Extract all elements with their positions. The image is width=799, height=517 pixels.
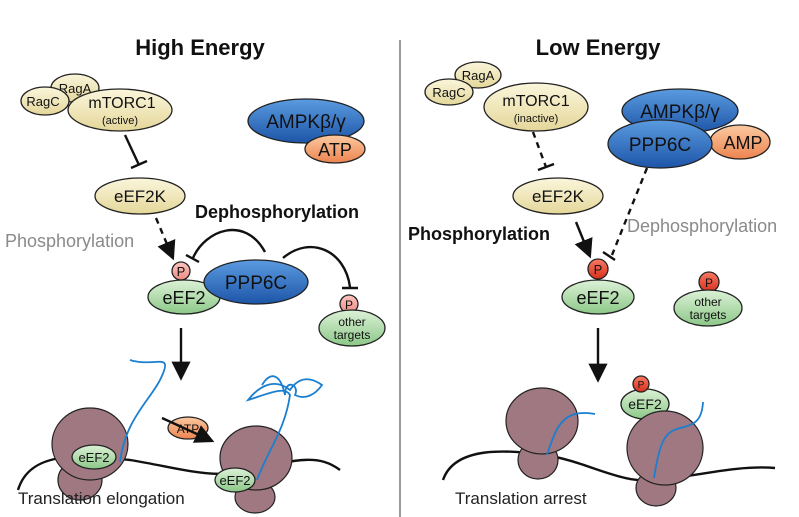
translation-arrest-caption: Translation arrest	[455, 489, 587, 508]
eef2k-node: eEF2K	[512, 177, 604, 215]
svg-text:(inactive): (inactive)	[514, 113, 559, 125]
low-energy-panel: Low Energy RagA RagC mTORC1 (inactive) e…	[408, 35, 777, 508]
other-targets-inhibition-arrow	[282, 246, 358, 290]
svg-text:(active): (active)	[102, 115, 138, 127]
svg-text:mTORC1: mTORC1	[88, 95, 155, 112]
svg-text:ATP: ATP	[318, 140, 352, 160]
svg-text:P: P	[638, 380, 645, 391]
inhibition-bar	[602, 251, 616, 261]
ribosome	[626, 410, 704, 507]
svg-text:P: P	[594, 262, 603, 277]
svg-text:eEF2: eEF2	[219, 473, 250, 488]
svg-text:RagA: RagA	[59, 81, 92, 96]
svg-text:eEF2: eEF2	[628, 396, 662, 412]
p-marker: P	[171, 261, 191, 281]
phosphorylation-arrow	[154, 217, 176, 261]
nascent-chain	[653, 401, 704, 479]
svg-text:other: other	[694, 295, 721, 309]
high-energy-title: High Energy	[135, 35, 265, 60]
svg-text:PPP6C: PPP6C	[225, 273, 287, 294]
svg-text:targets: targets	[334, 328, 371, 342]
dephosphorylation-inhibition-arrow	[185, 228, 267, 264]
mtorc1-node: mTORC1 (active)	[67, 88, 173, 132]
svg-text:eEF2K: eEF2K	[114, 187, 167, 206]
ampk-node: AMPKβ/γ	[247, 98, 365, 144]
svg-text:P: P	[177, 264, 186, 279]
eef2k-node: eEF2K	[94, 177, 186, 215]
svg-text:other: other	[338, 315, 365, 329]
eef2-node: eEF2	[561, 279, 635, 315]
high-energy-panel: High Energy RagA RagC mTORC1 (active) eE…	[5, 35, 386, 514]
phosphorylation-label: Phosphorylation	[5, 231, 134, 251]
phosphorylation-label: Phosphorylation	[408, 224, 550, 244]
dephosphorylation-label: Dephosphorylation	[195, 202, 359, 222]
other-targets-node: P other targets	[318, 294, 386, 347]
ribosome-eef2: eEF2	[71, 444, 117, 470]
svg-text:PPP6C: PPP6C	[629, 135, 691, 156]
ppp6c-node: PPP6C	[607, 119, 713, 169]
mrna-strand	[441, 450, 776, 482]
svg-text:AMPKβ/γ: AMPKβ/γ	[640, 102, 720, 123]
p-marker: P	[587, 258, 609, 280]
svg-text:RagC: RagC	[432, 85, 465, 100]
svg-text:mTORC1: mTORC1	[502, 93, 569, 110]
svg-text:AMP: AMP	[723, 133, 762, 153]
nascent-chain	[546, 412, 596, 456]
svg-text:P: P	[345, 298, 353, 312]
other-targets-node: P other targets	[673, 271, 743, 327]
ribosome-eef2: eEF2	[214, 467, 256, 493]
raga-node: RagA	[454, 61, 502, 89]
dephosphorylation-inhibition-arrow	[610, 167, 649, 256]
inhibition-arrow	[531, 131, 548, 168]
svg-text:eEF2: eEF2	[162, 288, 205, 308]
svg-text:eEF2K: eEF2K	[532, 187, 585, 206]
mtorc1-node: mTORC1 (inactive)	[483, 82, 589, 132]
svg-text:targets: targets	[690, 308, 727, 322]
inhibition-bar	[537, 162, 555, 172]
dephosphorylation-label: Dephosphorylation	[627, 216, 777, 236]
translation-elongation-caption: Translation elongation	[18, 489, 185, 508]
atp-node: ATP	[304, 134, 366, 164]
phosphorylation-arrow	[574, 221, 593, 259]
ragc-node: RagC	[424, 78, 474, 106]
eef2-node: eEF2	[147, 279, 221, 315]
svg-text:eEF2: eEF2	[78, 450, 109, 465]
nascent-chain	[119, 359, 166, 463]
amp-node: AMP	[709, 124, 771, 160]
inhibition-arrow	[123, 134, 148, 170]
svg-text:eEF2: eEF2	[576, 288, 619, 308]
svg-text:RagA: RagA	[462, 68, 495, 83]
ragc-node: RagC	[20, 86, 70, 116]
ribosome	[505, 387, 579, 480]
svg-text:P: P	[705, 276, 713, 290]
nascent-chain-folded	[245, 375, 324, 481]
ppp6c-node: PPP6C	[203, 259, 309, 305]
svg-text:RagC: RagC	[26, 94, 59, 109]
low-energy-title: Low Energy	[536, 35, 661, 60]
translocation-arrow	[161, 416, 215, 443]
svg-text:AMPKβ/γ: AMPKβ/γ	[266, 112, 346, 133]
